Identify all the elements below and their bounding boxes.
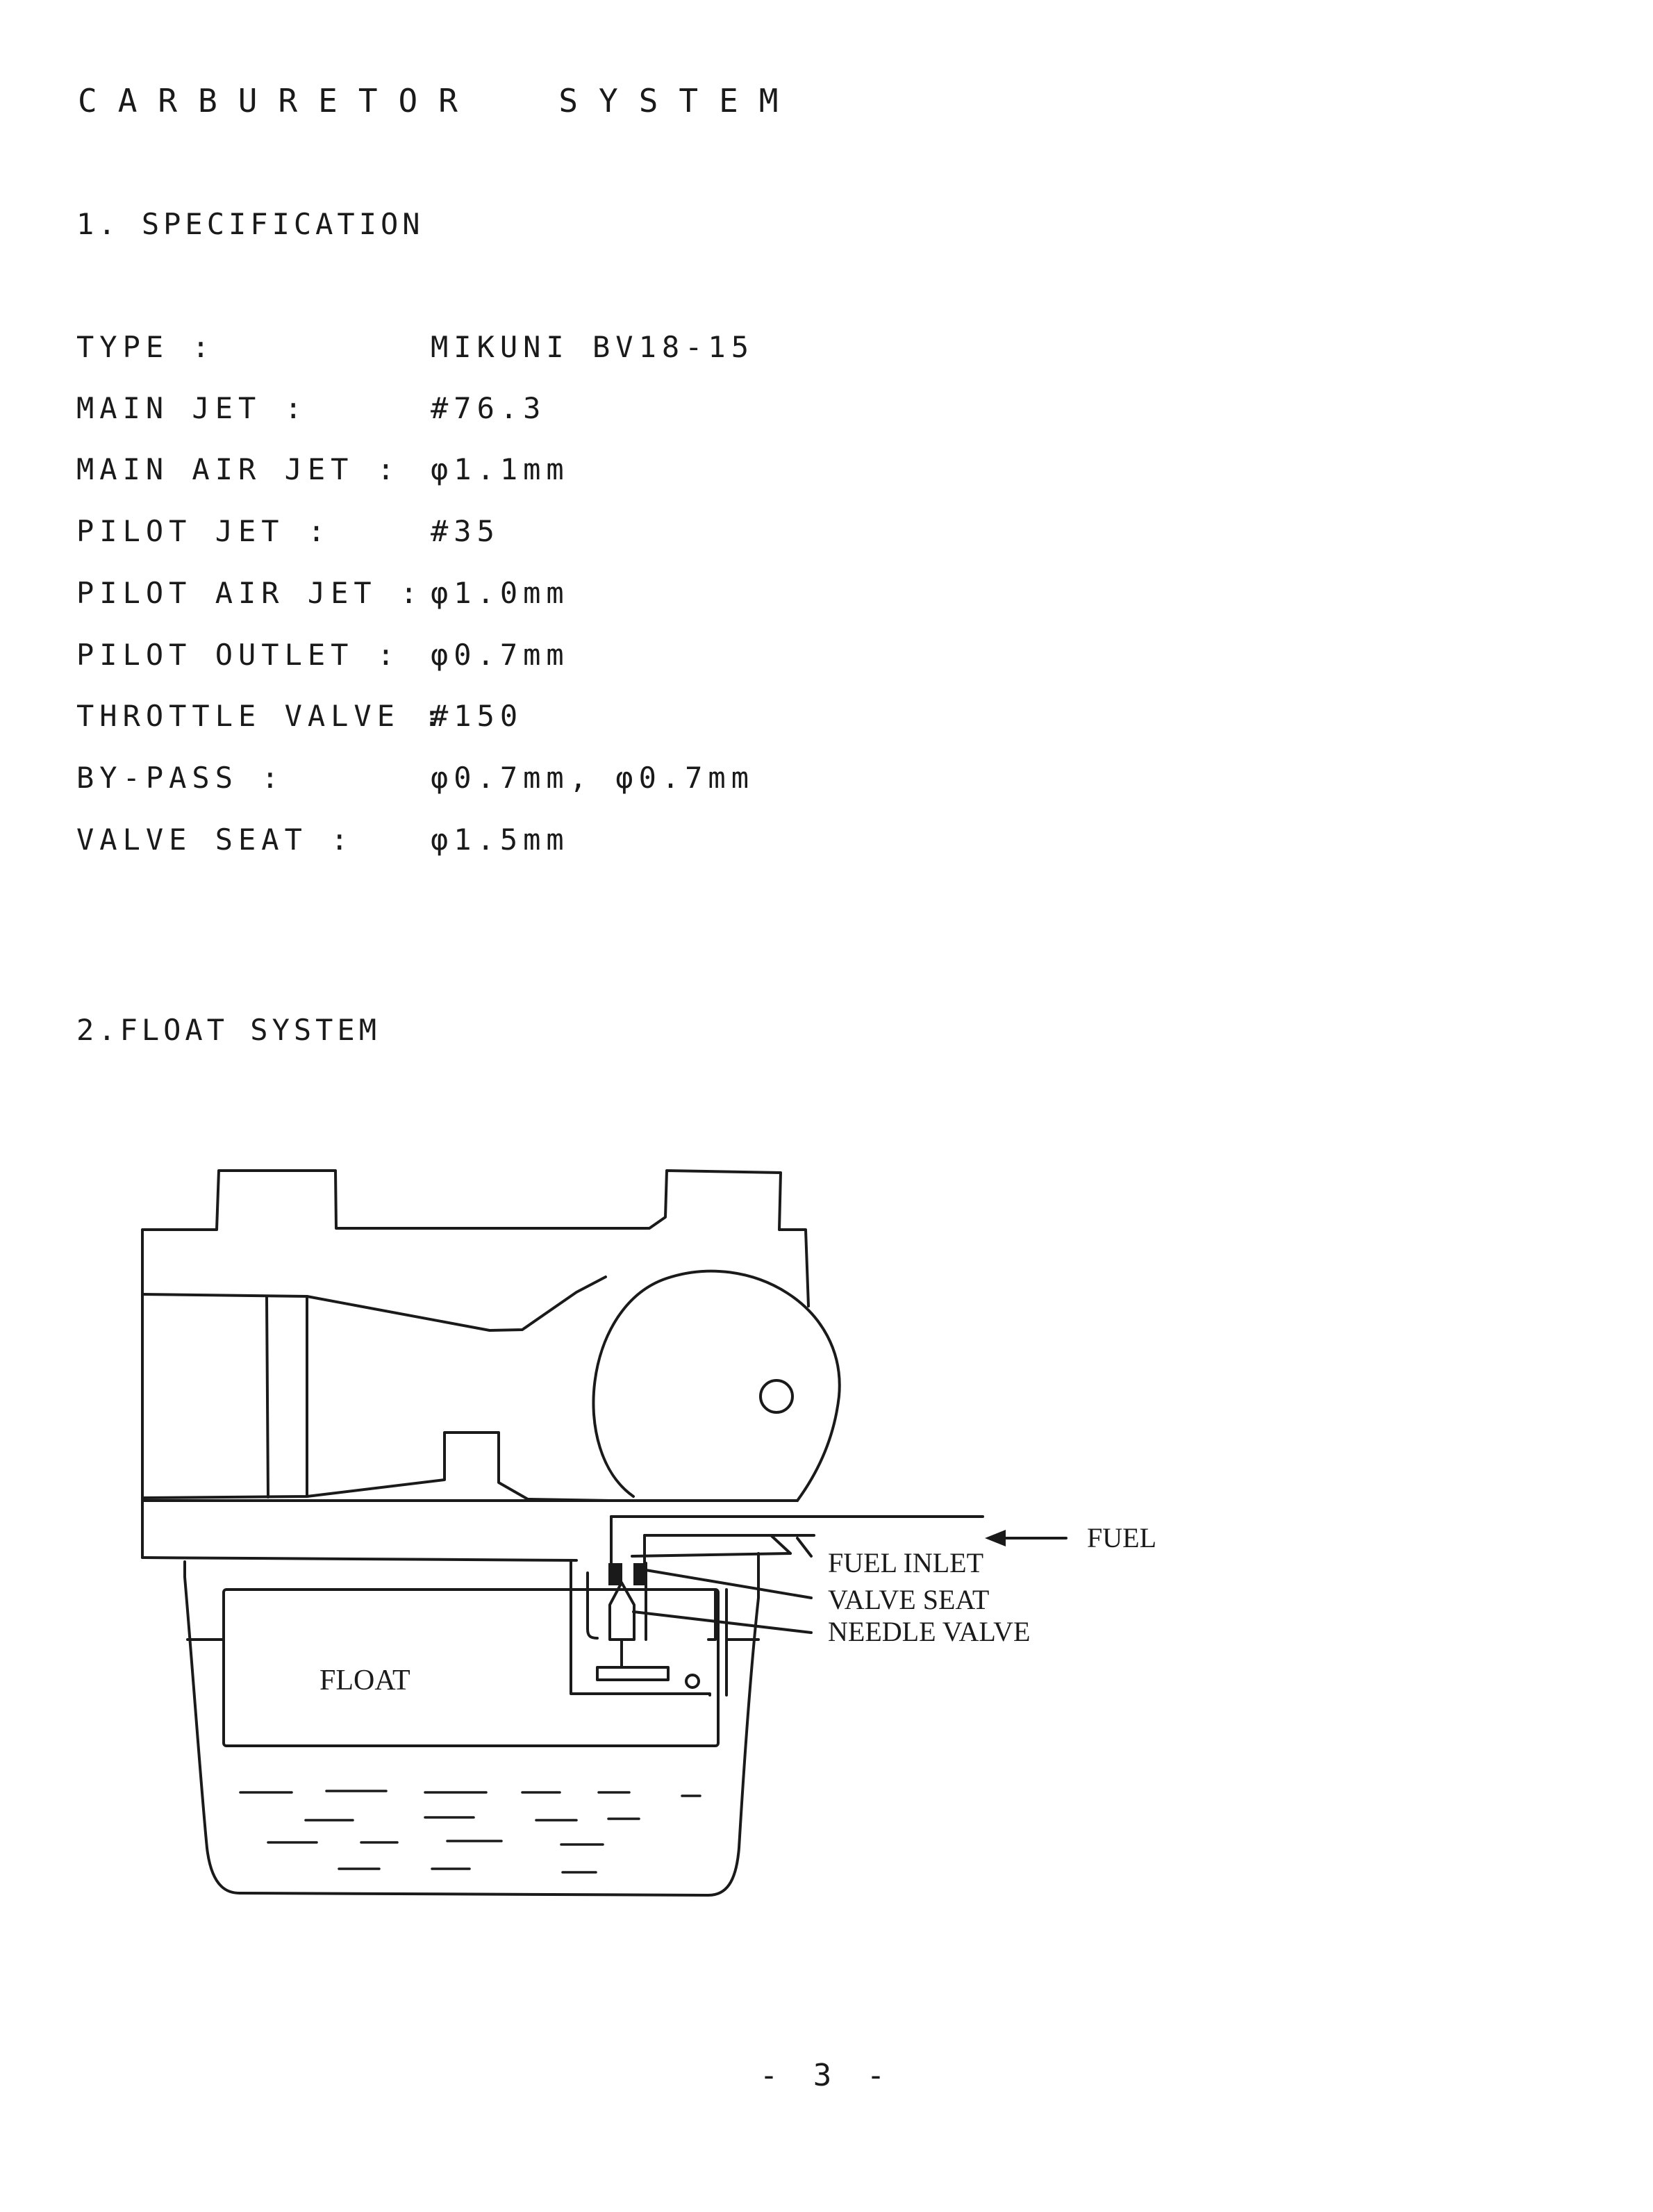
float-label: FLOAT — [319, 1665, 410, 1697]
spec-label: MAIN AIR JET : — [76, 452, 401, 486]
valve-seat-block — [608, 1563, 622, 1585]
spec-label: PILOT OUTLET : — [76, 638, 401, 672]
float-bowl — [183, 1552, 760, 1897]
spec-value: #150 — [431, 699, 524, 733]
spec-value: MIKUNI BV18-15 — [431, 330, 755, 364]
spec-label: MAIN JET : — [76, 391, 308, 425]
spec-value: #76.3 — [431, 391, 547, 425]
carburetor-body-base — [141, 1556, 578, 1562]
spec-row-pilot-jet: PILOT JET : #35 — [76, 514, 495, 556]
spec-row-valve-seat: VALVE SEAT : φ1.5mm — [76, 823, 564, 864]
needle-valve-label: NEEDLE VALVE — [828, 1616, 1030, 1647]
spec-value: φ0.7mm, φ0.7mm — [431, 761, 755, 795]
venturi-bore — [141, 1276, 607, 1332]
fuel-level-lines — [239, 1790, 701, 1874]
spec-row-pilot-outlet: PILOT OUTLET : φ0.7mm — [76, 638, 564, 679]
spec-label: BY-PASS : — [76, 761, 285, 795]
throttle-shaft — [759, 1379, 794, 1414]
specification-heading: 1. SPECIFICATION — [76, 207, 424, 241]
throttle-valve-outline — [592, 1269, 841, 1502]
spec-row-pilot-air-jet: PILOT AIR JET : φ1.0mm — [76, 576, 564, 618]
spec-label: PILOT JET : — [76, 514, 331, 548]
spec-row-main-air-jet: MAIN AIR JET : φ1.1mm — [76, 452, 564, 494]
spec-row-type: TYPE : MIKUNI BV18-15 — [76, 330, 749, 372]
spec-row-throttle-valve: THROTTLE VALVE : #150 — [76, 699, 517, 741]
spec-value: φ1.0mm — [431, 576, 570, 610]
fuel-label: FUEL — [1087, 1522, 1156, 1553]
carburetor-body-outline — [141, 1169, 810, 1559]
spec-value: #35 — [431, 514, 500, 548]
spec-row-main-jet: MAIN JET : #76.3 — [76, 391, 540, 433]
spec-value: φ1.1mm — [431, 452, 570, 486]
float-pivot — [685, 1674, 700, 1689]
float-body — [222, 1588, 720, 1747]
spec-label: PILOT AIR JET : — [76, 576, 424, 610]
fuel-arrow-icon — [985, 1530, 1006, 1546]
spec-row-by-pass: BY-PASS : φ0.7mm, φ0.7mm — [76, 761, 749, 802]
page-title: CARBURETOR SYSTEM — [78, 82, 799, 119]
fuel-inlet-label: FUEL INLET — [828, 1547, 983, 1578]
float-system-diagram: FUEL FUEL INLET VALVE SEAT NEEDLE VALVE … — [141, 1169, 1156, 1897]
valve-seat-block — [633, 1563, 647, 1585]
needle-valve — [608, 1581, 636, 1641]
spec-label: THROTTLE VALVE : — [76, 699, 447, 733]
spec-value: φ0.7mm — [431, 638, 570, 672]
spec-label: VALVE SEAT : — [76, 823, 354, 857]
page-number: - 3 - — [759, 2058, 894, 2093]
float-system-heading: 2.FLOAT SYSTEM — [76, 1013, 381, 1047]
valve-seat-label: VALVE SEAT — [828, 1584, 989, 1615]
spec-value: φ1.5mm — [431, 823, 570, 857]
spec-label: TYPE : — [76, 330, 215, 364]
